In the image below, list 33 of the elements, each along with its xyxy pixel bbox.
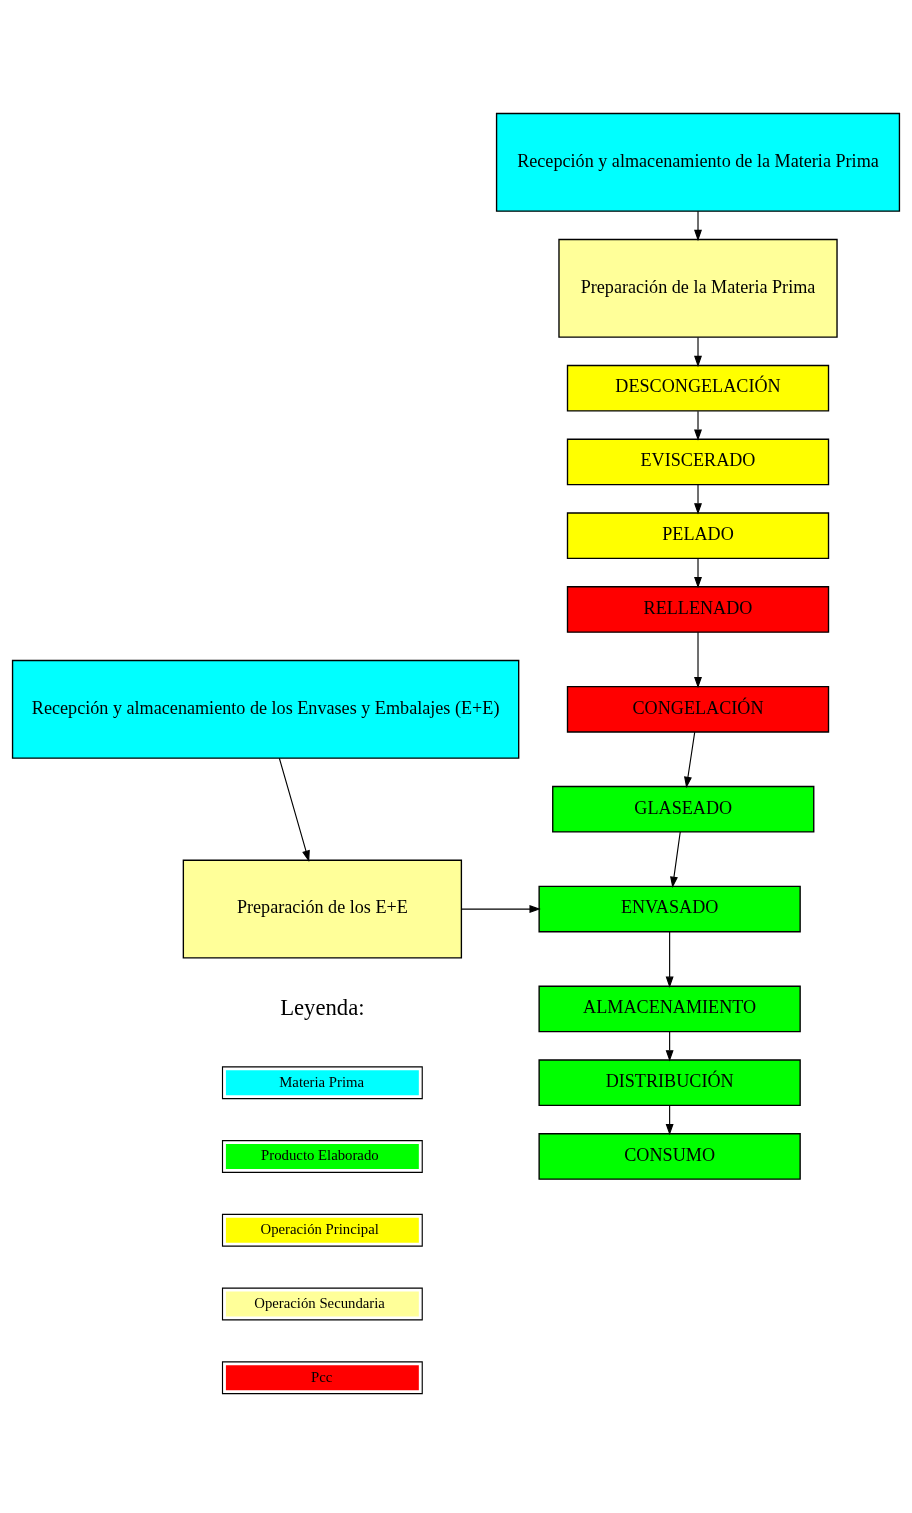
node-box: Preparación de los E+E: [182, 859, 463, 959]
arrow: [665, 930, 674, 988]
arrow: [278, 757, 310, 862]
arrow: [694, 410, 702, 441]
arrow: [460, 904, 541, 913]
arrow: [694, 631, 702, 688]
node-box: Recepción y almacenamiento de la Materia Prima: [495, 112, 901, 212]
legend-label: Operación Principal: [260, 1220, 379, 1237]
arrow: [694, 336, 702, 367]
arrow: [694, 210, 702, 241]
node-box: ALMACENAMIENTO: [538, 985, 801, 1032]
node-box: PELADO: [566, 511, 830, 559]
node-box: DISTRIBUCIÓN: [538, 1058, 801, 1106]
node-box: Preparación de la Materia Prima: [558, 238, 838, 338]
arrow: [670, 830, 681, 888]
legend-label: Pcc: [311, 1368, 333, 1385]
arrow: [665, 1104, 674, 1135]
legend-label: Operación Secundaria: [254, 1294, 385, 1311]
node-box: GLASEADO: [552, 785, 815, 833]
node-box: Recepción y almacenamiento de los Envases y Embalajes (E+E): [11, 659, 520, 759]
legend-label: Materia Prima: [279, 1073, 365, 1090]
node-box: CONSUMO: [538, 1132, 801, 1180]
arrow: [694, 557, 702, 588]
label: Leyenda:: [280, 994, 365, 1020]
node-box: ENVASADO: [538, 885, 801, 932]
node-box: RELLENADO: [566, 585, 830, 633]
arrow: [684, 731, 696, 788]
legend-label: Producto Elaborado: [261, 1146, 379, 1163]
node-box: EVISCERADO: [566, 438, 830, 485]
node-box: DESCONGELACIÓN: [566, 364, 830, 412]
node-box: CONGELACIÓN: [566, 685, 830, 733]
arrow: [694, 483, 702, 515]
arrow: [665, 1030, 674, 1062]
